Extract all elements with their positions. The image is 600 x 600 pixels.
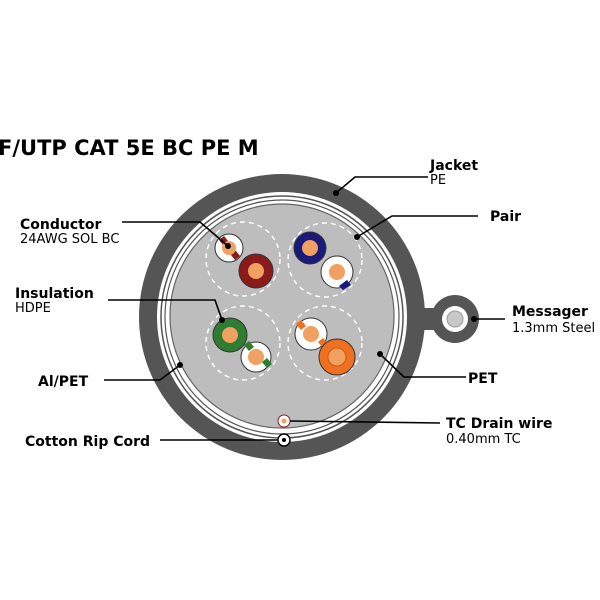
stripe-green-a xyxy=(244,341,254,351)
leader-pair xyxy=(356,215,478,238)
pair-boundaries xyxy=(205,221,363,381)
copper-white-orange xyxy=(303,326,319,342)
leader-al-pet-dot xyxy=(177,362,183,368)
messenger-steel-core xyxy=(446,310,464,328)
copper-brown xyxy=(248,263,264,279)
leader-al-pet xyxy=(104,364,181,381)
label-insulation: Insulation xyxy=(15,286,94,302)
leader-lines xyxy=(104,176,505,441)
stripe-orange-a xyxy=(296,320,306,330)
pair-boundary-green xyxy=(205,305,281,381)
copper-orange xyxy=(327,347,347,367)
spec-insulation: HDPE xyxy=(15,301,51,316)
label-cotton-rip: Cotton Rip Cord xyxy=(25,434,150,450)
label-pair: Pair xyxy=(490,209,521,225)
label-al-pet: Al/PET xyxy=(38,374,89,390)
leader-insulation-dot xyxy=(219,317,225,323)
spec-conductor: 24AWG SOL BC xyxy=(20,232,119,247)
leader-messager-dot xyxy=(471,316,477,322)
tc-drain-wire-core xyxy=(281,418,287,424)
pair-orange xyxy=(294,317,356,376)
spec-messager: 1.3mm Steel xyxy=(512,321,595,336)
leader-jacket xyxy=(335,176,428,194)
spec-tc-drain: 0.40mm TC xyxy=(446,432,521,447)
label-jacket: Jacket xyxy=(429,158,478,174)
stripe-blue xyxy=(339,280,351,290)
pair-boundary-blue xyxy=(287,222,363,298)
copper-blue xyxy=(302,240,318,256)
leader-pet-dot xyxy=(377,351,383,357)
leader-jacket-dot xyxy=(333,190,339,196)
cotton-rip-cord-center xyxy=(282,438,286,442)
leader-insulation xyxy=(108,299,223,321)
leader-conductor xyxy=(122,221,229,247)
pair-green xyxy=(212,317,272,373)
copper-white-green xyxy=(248,349,264,365)
leader-pet xyxy=(379,353,466,378)
leader-conductor-dot xyxy=(225,243,231,249)
copper-green xyxy=(222,327,238,343)
spec-jacket: PE xyxy=(430,173,446,188)
diagram-title: F/UTP CAT 5E BC PE M xyxy=(0,136,259,160)
pair-blue xyxy=(293,231,354,290)
label-conductor: Conductor xyxy=(20,217,101,233)
label-messager: Messager xyxy=(512,304,588,320)
pet-wrap-core xyxy=(169,203,395,429)
leader-pair-dot xyxy=(354,234,360,240)
label-pet: PET xyxy=(468,371,498,387)
leader-tc-drain xyxy=(289,420,441,424)
stripe-green-b xyxy=(262,358,272,368)
pair-boundary-brown xyxy=(205,221,281,297)
pair-boundary-orange xyxy=(287,305,363,381)
label-tc-drain: TC Drain wire xyxy=(446,416,552,432)
copper-white-blue xyxy=(329,264,345,280)
